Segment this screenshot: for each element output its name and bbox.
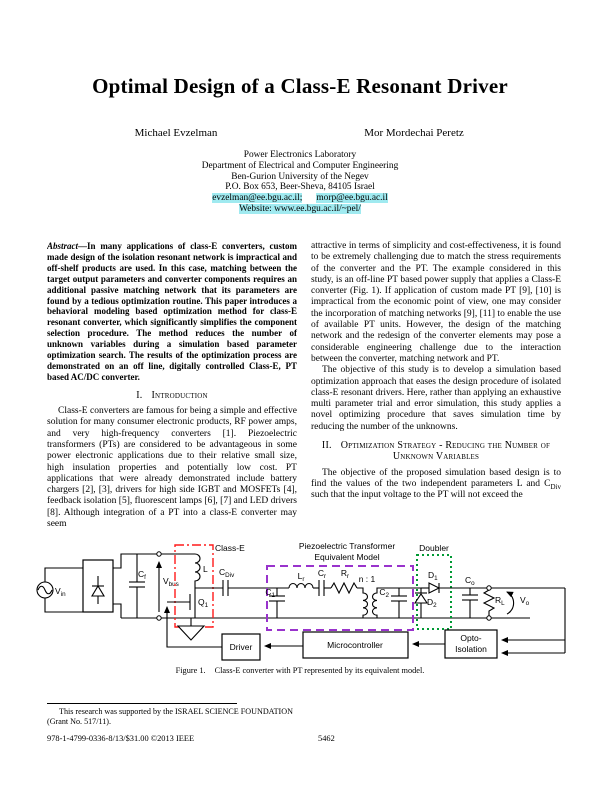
cr-capacitor xyxy=(313,580,331,596)
co-label: Co xyxy=(465,575,475,587)
driver-box xyxy=(221,633,261,661)
c1-label: C1 xyxy=(265,587,275,599)
transformer xyxy=(357,587,387,618)
abstract-text: —In many applications of class-E convert… xyxy=(47,241,297,382)
left-column: Abstract—In many applications of class-E… xyxy=(47,241,297,539)
page-number: 5462 xyxy=(318,734,335,743)
filter-capacitor xyxy=(129,554,145,618)
rr-resistor xyxy=(330,581,358,595)
affiliation-line: Power Electronics Laboratory xyxy=(243,150,357,160)
opto-isolation-box xyxy=(444,629,498,659)
right-column: attractive in terms of simplicity and co… xyxy=(311,241,561,539)
rl-label: RL xyxy=(495,595,505,607)
website-link[interactable]: Website: www.ee.bgu.ac.il/~pel/ xyxy=(239,203,361,214)
c1-capacitor xyxy=(269,588,285,618)
email-line: evzelman@ee.bgu.ac.il; morp@ee.bgu.ac.il xyxy=(0,193,600,204)
abstract-label: Abstract xyxy=(47,241,79,251)
vo-label: Vo xyxy=(520,595,530,607)
email-link-2[interactable]: morp@ee.bgu.ac.il xyxy=(316,193,388,204)
cr-label: Cr xyxy=(318,568,326,580)
figure-caption: Figure 1.Class-E converter with PT repre… xyxy=(175,666,425,675)
opto-label-1: Opto- xyxy=(460,633,481,643)
driver-label: Driver xyxy=(230,642,253,652)
affiliation-line: P.O. Box 653, Beer-Sheva, 84105 Israel xyxy=(225,182,375,193)
cdiv-label: CDiv xyxy=(219,567,235,579)
intro-paragraph: Class-E converters are famous for being … xyxy=(47,406,297,530)
rr-label: Rr xyxy=(341,568,349,580)
column2-paragraph-1: attractive in terms of simplicity and co… xyxy=(311,241,561,364)
lr-inductor xyxy=(288,582,314,589)
q1-label: Q1 xyxy=(198,597,209,609)
d2-diode xyxy=(413,588,429,618)
pt-box-label-2: Equivalent Model xyxy=(314,552,379,562)
paper-title: Optimal Design of a Class-E Resonant Dri… xyxy=(92,74,508,98)
footnote: This research was supported by the ISRAE… xyxy=(47,707,293,726)
affiliation-line: Department of Electrical and Computer En… xyxy=(201,160,399,171)
turns-ratio-label: n : 1 xyxy=(359,574,376,584)
column2-paragraph-3: The objective of the proposed simulation… xyxy=(311,467,561,501)
l-label: L xyxy=(203,564,208,574)
microcontroller-box xyxy=(302,631,409,659)
website-line: Website: www.ee.bgu.ac.il/~pel/ xyxy=(0,203,600,215)
vbus-label: Vbus xyxy=(163,576,179,588)
c2-label: C2 xyxy=(379,587,389,599)
vin-label: Vin xyxy=(55,586,66,598)
load-resistor xyxy=(482,585,496,621)
pt-model-box xyxy=(266,565,414,631)
affiliation-block: Power Electronics Laboratory Department … xyxy=(0,150,600,215)
doubler-box xyxy=(416,554,452,630)
author-name-2: Mor Mordechai Peretz xyxy=(364,127,464,139)
c2-capacitor xyxy=(387,587,421,618)
pt-box-label-1: Piezoelectric Transformer xyxy=(299,541,396,551)
abstract: Abstract—In many applications of class-E… xyxy=(47,241,297,383)
footnote-rule xyxy=(47,703,237,704)
affiliation-line: Ben-Gurion University of the Negev xyxy=(231,171,369,182)
doubler-label: Doubler xyxy=(419,543,449,553)
bridge-rectifier xyxy=(82,553,195,618)
section-heading-1: I.Introduction xyxy=(136,389,208,401)
section-heading-2: II.Optimization Strategy - Reducing the … xyxy=(321,440,551,463)
d1-diode xyxy=(421,582,565,594)
copyright-notice: 978-1-4799-0336-8/13/$31.00 ©2013 IEEE xyxy=(47,734,195,743)
cf-label: Cf xyxy=(138,569,146,581)
figure-1-circuit: Vin Cf Vbus Class-E xyxy=(36,541,566,661)
class-e-box xyxy=(174,544,214,628)
cdiv-capacitor xyxy=(195,580,289,596)
vo-arrow xyxy=(506,591,515,615)
driver-to-gate-arrow xyxy=(164,606,222,648)
class-e-label: Class-E xyxy=(215,543,245,553)
d1-label: D1 xyxy=(428,570,438,582)
ac-source xyxy=(36,567,83,613)
body-columns: Abstract—In many applications of class-E… xyxy=(47,241,561,539)
ground-symbol xyxy=(176,618,206,641)
microcontroller-label: Microcontroller xyxy=(327,640,383,650)
mosfet-q1 xyxy=(167,588,196,618)
d2-label: D2 xyxy=(427,597,437,609)
vbus-arrow xyxy=(156,551,162,621)
column2-paragraph-2: The objective of this study is to develo… xyxy=(311,365,561,432)
author-name-1: Michael Evzelman xyxy=(134,127,218,139)
email-link-1[interactable]: evzelman@ee.bgu.ac.il; xyxy=(212,193,303,204)
output-capacitor xyxy=(462,588,478,618)
lr-label: Lr xyxy=(298,571,305,583)
opto-label-2: Isolation xyxy=(455,644,487,654)
inductor-l xyxy=(194,553,201,588)
